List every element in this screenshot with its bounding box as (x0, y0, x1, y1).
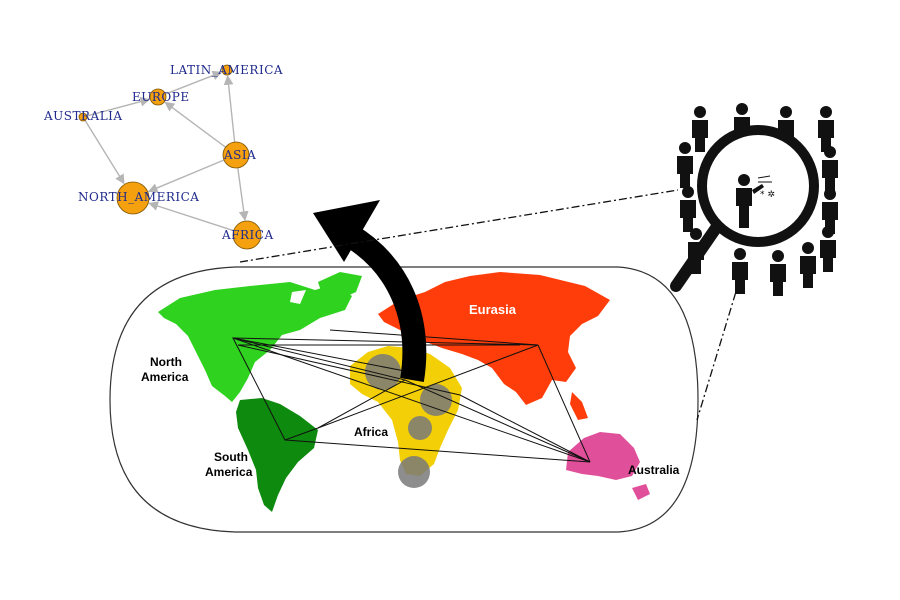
spread-markers (365, 336, 452, 488)
node-africa (232, 220, 262, 250)
transmission-network: LATIN_AMERICA EUROPE AUSTRALIA ASIA NORTH_AM… (43, 63, 283, 250)
node-label-asia: ASIA (223, 148, 256, 162)
curved-arrow-icon (313, 200, 427, 382)
node-north_america (116, 181, 150, 215)
node-latin_america (221, 64, 233, 76)
sneezing-person-icon: * ✲ (736, 174, 775, 228)
continent-australia (566, 432, 650, 500)
magnifier-lens (697, 125, 819, 247)
node-label-australia: AUSTRALIA (43, 109, 123, 123)
edge-australia-to-north_america (84, 120, 125, 185)
node-europe (149, 88, 167, 106)
magnifier-handle (670, 222, 722, 292)
label-north-america-1: North (150, 355, 182, 369)
world-map: North America South America Africa Euras… (109, 266, 699, 533)
edge-asia-to-africa (237, 167, 249, 222)
magnifier-crowd-icon: * ✲ (670, 103, 838, 296)
edge-asia-to-europe (164, 101, 226, 148)
node-label-latin_america: LATIN_AMERICA (170, 63, 283, 77)
label-south-america-1: South (214, 450, 248, 464)
label-australia: Australia (628, 463, 680, 477)
continent-south-america (236, 398, 318, 512)
edge-asia-to-latin_america (223, 74, 236, 143)
edge-africa-to-north_america (148, 201, 234, 232)
edge-australia-to-europe (86, 96, 151, 117)
svg-text:* ✲: * ✲ (760, 190, 775, 200)
node-australia (78, 112, 88, 122)
node-label-north_america: NORTH_AMERICA (78, 190, 199, 204)
node-asia (222, 141, 250, 169)
continent-eurasia (378, 272, 610, 420)
edge-asia-to-north_america (147, 159, 225, 193)
label-north-america-2: America (141, 370, 189, 384)
node-label-africa: AFRICA (221, 228, 274, 242)
route-lines (232, 329, 591, 463)
label-eurasia: Eurasia (469, 302, 517, 317)
network-nodes: LATIN_AMERICA EUROPE AUSTRALIA ASIA NORTH_AM… (43, 63, 283, 250)
edge-europe-to-latin_america (165, 70, 223, 95)
node-label-europe: EUROPE (132, 90, 190, 104)
network-edges (84, 70, 249, 232)
label-africa: Africa (354, 425, 388, 439)
label-south-america-2: America (205, 465, 253, 479)
